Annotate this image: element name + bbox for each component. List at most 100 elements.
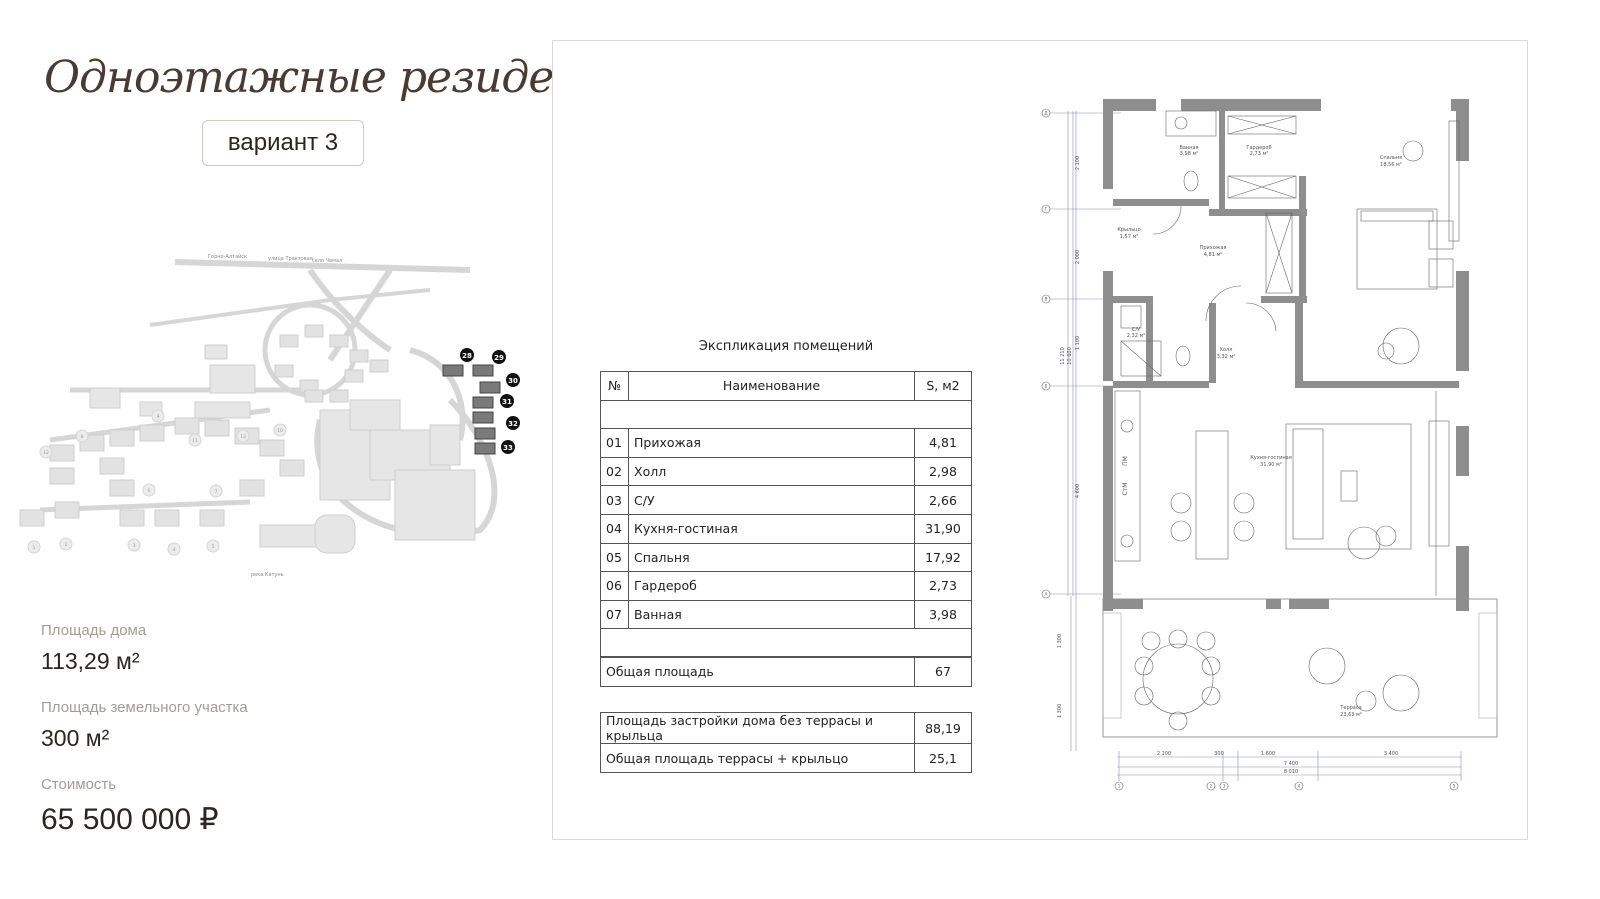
marker-label: 33 — [503, 444, 513, 452]
dim-label: 2 000 — [1075, 250, 1081, 264]
total-value: 67 — [914, 656, 972, 687]
row-name: С/У — [628, 485, 915, 515]
room-area: 4,81 м² — [1204, 252, 1223, 258]
road-label: село Чемал — [312, 258, 342, 264]
river-label: река Катунь — [251, 572, 284, 578]
room-area: 3,98 м² — [1180, 151, 1199, 157]
row-num: 01 — [600, 428, 629, 458]
terrace-area-value: 25,1 — [914, 743, 972, 773]
dim-label: 4 600 — [1075, 484, 1081, 498]
row-name: Гардероб — [628, 571, 915, 601]
highlight-markers: 28 29 30 31 32 33 — [460, 348, 520, 454]
total-row: Общая площадь 67 — [600, 656, 972, 687]
axis-label: 3 — [1223, 784, 1226, 789]
axis-label: 5 — [1453, 784, 1456, 789]
road-label: Горно-Алтайск — [208, 253, 247, 260]
explication-title: Экспликация помещений — [698, 339, 874, 354]
row-area: 31,90 — [914, 513, 972, 544]
buildings — [89, 344, 476, 554]
dim-label: 300 — [1214, 751, 1224, 757]
room-label: Ванная — [1179, 145, 1198, 151]
house-area-value: 113,29 м² — [41, 648, 140, 674]
house-stats: Площадь дома 113,29 м² Площадь земельног… — [41, 622, 521, 853]
lot-label: 6 — [148, 488, 151, 494]
row-area: 3,98 — [914, 599, 972, 630]
marker-label: 30 — [508, 377, 518, 385]
axis-label: 4 — [1298, 784, 1301, 789]
house-area: Площадь дома 113,29 м² — [41, 622, 521, 699]
room-area: 31,90 м² — [1260, 462, 1282, 468]
built-area-label: Площадь застройки дома без террасы и кры… — [600, 712, 915, 744]
row-num: 03 — [600, 485, 629, 515]
table-row-empty — [600, 628, 972, 658]
axis-label: Б — [1045, 384, 1048, 389]
plan-fixtures — [1114, 110, 1460, 731]
table-row: 01 Прихожая 4,81 — [600, 428, 972, 458]
table-row: 02 Холл 2,98 — [600, 456, 972, 487]
price: Стоимость 65 500 000 ₽ — [41, 776, 521, 853]
col-num: № — [600, 371, 629, 401]
room-label: Терраса — [1339, 705, 1361, 711]
lot-label: 12 — [43, 450, 49, 456]
table-row: 07 Ванная 3,98 — [600, 599, 972, 630]
lot-markers — [27, 409, 287, 556]
lot-label: 8 — [81, 434, 84, 440]
dim-label: 2 100 — [1075, 156, 1081, 170]
table-row: 06 Гардероб 2,73 — [600, 571, 972, 601]
lot-label: 3 — [133, 543, 136, 549]
axis-label: Д — [1044, 111, 1047, 116]
row-area: 2,98 — [914, 456, 972, 487]
lot-label: 7 — [215, 489, 218, 495]
dim-label: 10 600 — [1067, 347, 1073, 365]
table-row: Площадь застройки дома без террасы и кры… — [600, 712, 972, 744]
villas — [19, 324, 389, 527]
room-label: 18,56 м² — [1380, 162, 1402, 168]
lot-label: 1 — [33, 545, 36, 551]
table-row: 05 Спальня 17,92 — [600, 542, 972, 573]
variant-badge[interactable]: вариант 3 — [202, 120, 364, 166]
room-area: 2,73 м² — [1250, 151, 1269, 157]
page-title: Одноэтажные резиденции — [44, 52, 667, 103]
price-value: 65 500 000 ₽ — [41, 803, 219, 836]
axis-label: В — [1045, 297, 1048, 302]
room-label: Холл — [1220, 347, 1233, 353]
room-label: Крыльцо — [1117, 227, 1140, 233]
room-area: 1,57 м² — [1120, 234, 1139, 240]
room-label: Спальня — [1380, 155, 1402, 161]
row-name: Ванная — [628, 599, 915, 630]
walls — [1103, 99, 1469, 611]
axis-label: А — [1045, 592, 1048, 597]
row-num: 02 — [600, 456, 629, 487]
lot-label: 11 — [192, 438, 198, 444]
lot-label: 9 — [157, 414, 160, 420]
explication-table: № Наименование S, м2 01 Прихожая 4,81 02… — [600, 371, 972, 687]
lot-label: 10 — [277, 428, 283, 434]
axis-label: Г — [1045, 207, 1048, 212]
row-area: 4,81 — [914, 428, 972, 458]
land-area-label: Площадь земельного участка — [41, 699, 248, 716]
lot-label: 4 — [173, 547, 176, 553]
road-label: улица Трактовая — [268, 256, 313, 262]
room-label: Прихожая — [1200, 245, 1227, 251]
row-name: Спальня — [628, 542, 915, 573]
lot-label: 13 — [240, 434, 246, 440]
room-area: 2,32 м² — [1127, 333, 1146, 339]
price-label: Стоимость — [41, 776, 117, 793]
house-area-label: Площадь дома — [41, 622, 147, 639]
land-area: Площадь земельного участка 300 м² — [41, 699, 521, 776]
dim-label: 11 210 — [1060, 347, 1066, 365]
dim-label: 7 400 — [1284, 761, 1298, 767]
col-area: S, м2 — [914, 371, 972, 401]
site-plan: 28 29 30 31 32 33 1 2 3 4 5 6 7 8 9 10 1… — [19, 253, 520, 578]
row-area: 17,92 — [914, 542, 972, 573]
axis-label: 1 — [1118, 784, 1121, 789]
row-num: 04 — [600, 513, 629, 544]
row-area: 2,66 — [914, 485, 972, 515]
dim-label: 3 400 — [1384, 751, 1398, 757]
summary-table: Площадь застройки дома без террасы и кры… — [600, 712, 972, 773]
row-name: Холл — [628, 456, 915, 487]
floor-plan: Д Г В Б А 1 2 3 4 5 2 100 2 000 1 100 4 … — [1041, 99, 1498, 791]
room-area: 23,63 м² — [1340, 712, 1362, 718]
appliance-label: СтМ — [1122, 483, 1129, 496]
marker-label: 28 — [462, 352, 472, 360]
